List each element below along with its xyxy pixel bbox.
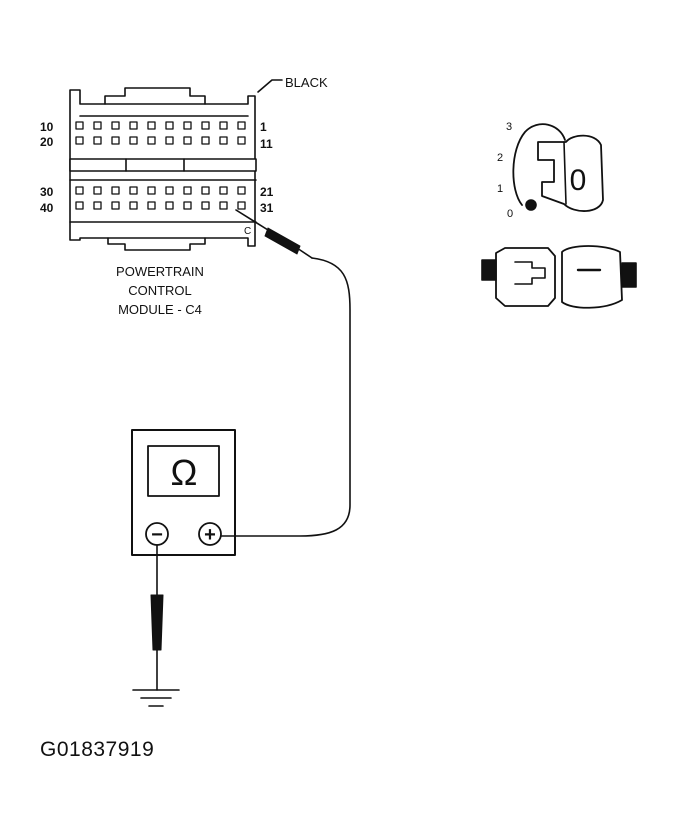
- connector-pin-cavity: [219, 121, 228, 130]
- connector-pins: [75, 121, 246, 210]
- pin-label-40: 40: [40, 201, 54, 215]
- positive-symbol: +: [204, 524, 216, 546]
- connector-pin-cavity: [183, 121, 192, 130]
- connector-pin-cavity: [147, 186, 156, 195]
- connector-pin-cavity: [129, 121, 138, 130]
- connector-labels: BLACK 10 20 30 40 1 11 21 31 C POWERTRAI…: [40, 75, 328, 317]
- connector-name-line-1: POWERTRAIN: [116, 264, 204, 279]
- connector-pin-cavity: [201, 201, 210, 210]
- connector-pin-cavity: [111, 186, 120, 195]
- pin-label-30: 30: [40, 185, 54, 199]
- pin-label-31: 31: [260, 201, 274, 215]
- connector-pin-cavity: [93, 186, 102, 195]
- connector-top-latch: [104, 87, 206, 105]
- connector-pin-cavity: [219, 186, 228, 195]
- connector-pin-cavity: [201, 136, 210, 145]
- negative-test-lead: [132, 544, 180, 707]
- connector-pin-cavity: [237, 201, 246, 210]
- meter-positive-terminal: [198, 522, 222, 546]
- connector-pin-cavity: [93, 136, 102, 145]
- connector-pin-cavity: [165, 121, 174, 130]
- connector-pin-cavity: [201, 186, 210, 195]
- connector-pin-cavity: [93, 201, 102, 210]
- connector-pin-cavity: [147, 201, 156, 210]
- connector-pin-cavity: [183, 136, 192, 145]
- negative-symbol: −: [151, 524, 163, 546]
- connector-pin-cavity: [93, 121, 102, 130]
- connector-name-line-3: MODULE - C4: [118, 302, 202, 317]
- connector-pin-cavity: [111, 201, 120, 210]
- ignition-position-0: 0: [507, 208, 513, 220]
- meter-labels: Ω − +: [151, 452, 216, 546]
- pin-label-21: 21: [260, 185, 274, 199]
- connector-pair-icon: [481, 245, 637, 309]
- connector-pin-cavity: [201, 121, 210, 130]
- connector-small-label: C: [244, 226, 251, 237]
- connector-pin-cavity: [75, 121, 84, 130]
- pin-label-10: 10: [40, 120, 54, 134]
- key-symbol: 0: [570, 164, 587, 197]
- connector-pin-cavity: [129, 136, 138, 145]
- connector-name-line-2: CONTROL: [128, 283, 192, 298]
- connector-bottom-latch: [107, 237, 206, 251]
- connector-pin-cavity: [75, 201, 84, 210]
- connector-pin-cavity: [237, 186, 246, 195]
- pin-label-1: 1: [260, 120, 267, 134]
- pin-label-20: 20: [40, 135, 54, 149]
- ignition-position-3: 3: [506, 121, 512, 133]
- connector-pin-cavity: [237, 121, 246, 130]
- connector-pin-cavity: [237, 136, 246, 145]
- connector-pin-cavity: [165, 136, 174, 145]
- connector-pin-cavity: [219, 201, 228, 210]
- connector-color-label: BLACK: [285, 75, 328, 90]
- ignition-key: [537, 134, 604, 212]
- connector-pin-cavity: [111, 136, 120, 145]
- connector-pin-cavity: [219, 136, 228, 145]
- pin-label-11: 11: [260, 137, 273, 151]
- ignition-position-1: 1: [497, 183, 503, 195]
- ohm-symbol: Ω: [171, 452, 198, 493]
- positive-test-lead: [221, 209, 351, 537]
- connector-pin-cavity: [75, 136, 84, 145]
- ignition-labels: 3 2 1 0 0: [497, 121, 586, 220]
- meter-body: [131, 429, 236, 556]
- connector-pin-cavity: [75, 186, 84, 195]
- connector-pin-cavity: [165, 201, 174, 210]
- ignition-switch-icon: [512, 123, 604, 212]
- connector-pin-cavity: [147, 136, 156, 145]
- connector-pin-cavity: [129, 186, 138, 195]
- pcm-connector-c4: [69, 79, 283, 251]
- connector-pin-cavity: [183, 201, 192, 210]
- ignition-position-2: 2: [497, 152, 503, 164]
- connector-pin-cavity: [183, 186, 192, 195]
- connector-pin-cavity: [165, 186, 174, 195]
- connector-divider: [69, 158, 257, 172]
- connector-pin-cavity: [147, 121, 156, 130]
- connector-pin-cavity: [129, 201, 138, 210]
- connector-pin-cavity: [111, 121, 120, 130]
- figure-id: G01837919: [40, 738, 155, 761]
- meter-display: [147, 445, 220, 497]
